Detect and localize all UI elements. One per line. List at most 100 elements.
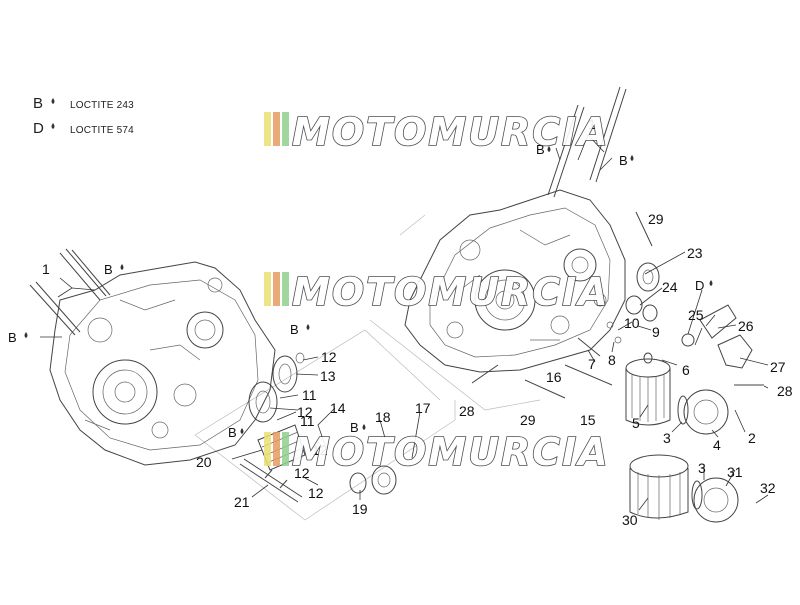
watermark-stripe — [282, 272, 289, 306]
watermark-stripe — [264, 272, 271, 306]
leader-lines — [40, 134, 769, 511]
callout-29-lower: 29 — [520, 412, 536, 428]
legend: B LOCTITE 243 D LOCTITE 574 — [33, 95, 134, 137]
callout-32: 32 — [760, 480, 776, 496]
callout-numbers: 1 1 2 3 3 4 5 6 7 8 9 10 11 11 12 12 12 … — [42, 116, 793, 528]
callout-17: 17 — [415, 400, 431, 416]
svg-text:B: B — [8, 330, 17, 345]
callout-20: 20 — [196, 454, 212, 470]
drop-icon — [306, 324, 310, 330]
right-crankcase — [404, 189, 626, 373]
watermark-stripe — [273, 112, 280, 146]
callout-4: 4 — [713, 437, 721, 453]
callout-15: 15 — [580, 412, 596, 428]
watermark-stripe — [264, 112, 271, 146]
adhesive-b-left-side: B — [8, 330, 28, 345]
watermark-top: MOTOMURCIA — [264, 109, 610, 155]
drop-icon — [24, 332, 28, 338]
drop-icon — [51, 123, 55, 129]
callout-13: 13 — [320, 368, 336, 384]
left-crankcase — [49, 261, 276, 466]
filter-covers — [677, 389, 739, 523]
callout-3-upper: 3 — [663, 430, 671, 446]
watermark-stripe — [273, 432, 280, 466]
callout-10: 10 — [624, 315, 640, 331]
callout-2: 2 — [748, 430, 756, 446]
callout-12-c: 12 — [312, 442, 328, 458]
watermark-bottom: MOTOMURCIA — [264, 429, 610, 475]
callout-12-e: 12 — [308, 485, 324, 501]
callout-27: 27 — [770, 359, 786, 375]
callout-11-upper: 11 — [302, 387, 317, 403]
adhesive-b-right-stud-a: B — [536, 142, 551, 157]
studs-right — [547, 86, 627, 198]
callout-31: 31 — [727, 464, 743, 480]
svg-text:B: B — [536, 142, 545, 157]
callout-25: 25 — [688, 307, 704, 323]
callout-28-left: 28 — [459, 403, 475, 419]
callout-8: 8 — [608, 352, 616, 368]
callout-29-upper: 29 — [648, 211, 664, 227]
guide-lines — [194, 214, 541, 521]
callout-11-lower: 11 — [300, 413, 315, 429]
callout-28-right: 28 — [777, 383, 793, 399]
legend-item-b: B LOCTITE 243 — [33, 95, 134, 112]
callout-23: 23 — [687, 245, 703, 261]
adhesive-marks: B B B B B B D B — [8, 142, 713, 440]
callout-14: 14 — [330, 400, 346, 416]
adhesive-b-seal: B — [350, 420, 366, 435]
callout-12-b: 12 — [297, 404, 313, 420]
callout-30: 30 — [622, 512, 638, 528]
drop-icon — [240, 428, 244, 434]
callout-16: 16 — [546, 369, 562, 385]
small-parts — [606, 262, 753, 369]
callout-9: 9 — [652, 324, 660, 340]
adhesive-b-right-stud-b: B — [619, 153, 634, 168]
svg-text:B: B — [350, 420, 359, 435]
drop-icon — [51, 98, 55, 104]
callout-12-d: 12 — [294, 465, 310, 481]
studs-left — [29, 248, 111, 336]
adhesive-b-strainer: B — [228, 425, 244, 440]
callout-5: 5 — [632, 415, 640, 431]
legend-letter: D — [33, 120, 44, 137]
watermark-stripe — [273, 272, 280, 306]
watermark-text: MOTOMURCIA — [292, 430, 610, 474]
callout-21: 21 — [234, 494, 250, 510]
adhesive-b-left-top: B — [104, 262, 124, 277]
legend-item-d: D LOCTITE 574 — [33, 120, 134, 137]
callout-1-right: 1 — [588, 116, 596, 132]
watermark-text: MOTOMURCIA — [292, 270, 610, 314]
svg-text:B: B — [290, 322, 299, 337]
drop-icon — [120, 264, 124, 270]
callout-24: 24 — [662, 279, 678, 295]
watermark-stripe — [264, 432, 271, 466]
oil-filter-5 — [625, 352, 671, 426]
drop-icon — [362, 424, 366, 430]
watermark-stripe — [282, 432, 289, 466]
callout-3-lower: 3 — [698, 460, 706, 476]
callout-1-left: 1 — [42, 261, 50, 277]
callout-26: 26 — [738, 318, 754, 334]
adhesive-b-letter: B — [619, 153, 628, 168]
watermark-middle: MOTOMURCIA — [264, 269, 610, 315]
legend-text: LOCTITE 574 — [70, 125, 134, 136]
callout-6: 6 — [682, 362, 690, 378]
callout-19: 19 — [352, 501, 368, 517]
callout-7: 7 — [588, 356, 596, 372]
callout-12-a: 12 — [321, 349, 337, 365]
drop-icon — [709, 280, 713, 286]
svg-text:D: D — [695, 278, 704, 293]
long-bolts — [471, 211, 764, 399]
drop-icon — [547, 146, 551, 152]
oil-filter-30 — [629, 454, 689, 520]
legend-text: LOCTITE 243 — [70, 100, 134, 111]
shaft-and-strainer — [239, 424, 306, 503]
watermark-text: MOTOMURCIA — [292, 110, 610, 154]
drop-icon — [630, 155, 634, 161]
adhesive-d: D — [695, 278, 713, 293]
svg-text:B: B — [104, 262, 113, 277]
legend-letter: B — [33, 95, 43, 112]
